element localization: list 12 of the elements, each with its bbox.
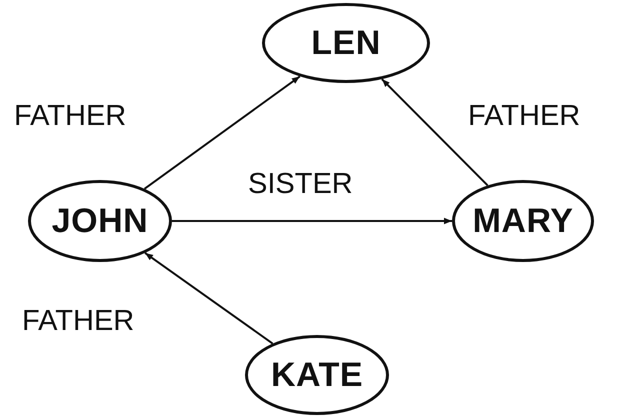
arrow bbox=[381, 78, 488, 186]
arrow bbox=[144, 252, 274, 344]
ellipse-node: LEN bbox=[262, 3, 430, 83]
edge-label: FATHER bbox=[14, 100, 126, 133]
ellipse-node: MARY bbox=[452, 180, 594, 262]
edge-label: FATHER bbox=[468, 100, 580, 133]
arrow bbox=[172, 218, 452, 224]
ellipse-node: KATE bbox=[245, 335, 389, 415]
arrow bbox=[144, 76, 300, 190]
edge-label: FATHER bbox=[22, 305, 134, 338]
edge-label: SISTER bbox=[248, 168, 353, 201]
ellipse-node: JOHN bbox=[28, 180, 172, 262]
